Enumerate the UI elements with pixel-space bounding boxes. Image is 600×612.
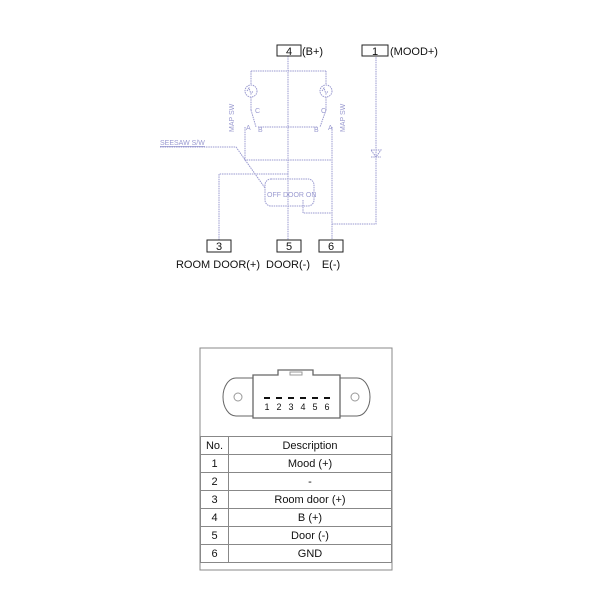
svg-text:5: 5 — [286, 241, 292, 253]
table-header: No.Description — [200, 436, 392, 455]
map-sw-label: MAP SW — [340, 103, 347, 132]
svg-text:4: 4 — [286, 46, 292, 58]
pin-1: 1 (MOOD+) — [361, 44, 438, 58]
svg-text:3: 3 — [216, 241, 222, 253]
pin-4: 4 (B+) — [276, 44, 323, 58]
svg-text:A: A — [246, 125, 251, 132]
svg-text:(B+): (B+) — [302, 46, 323, 58]
svg-text:B: B — [258, 127, 263, 134]
svg-text:C: C — [321, 108, 326, 115]
svg-text:4: 4 — [300, 402, 305, 412]
wires — [160, 56, 377, 245]
lamp-icon — [244, 84, 258, 98]
svg-text:(MOOD+): (MOOD+) — [390, 46, 438, 58]
table-row: 2- — [200, 472, 392, 491]
seesaw-label: SEESAW S/W — [160, 140, 205, 147]
svg-text:6: 6 — [324, 402, 329, 412]
connector-drawing: 1 2 3 4 5 6 — [222, 369, 371, 419]
svg-text:B: B — [314, 127, 319, 134]
svg-text:E(-): E(-) — [322, 259, 340, 271]
svg-text:2: 2 — [276, 402, 281, 412]
svg-text:A: A — [328, 125, 333, 132]
lamp-icon — [319, 84, 333, 98]
map-sw-label: MAP SW — [229, 103, 236, 132]
svg-text:5: 5 — [312, 402, 317, 412]
svg-text:C: C — [255, 108, 260, 115]
svg-text:6: 6 — [328, 241, 334, 253]
svg-text:1: 1 — [264, 402, 269, 412]
svg-text:ROOM DOOR(+): ROOM DOOR(+) — [176, 259, 260, 271]
diode-icon — [370, 149, 382, 158]
svg-text:3: 3 — [288, 402, 293, 412]
svg-text:DOOR(-): DOOR(-) — [266, 259, 310, 271]
svg-text:1: 1 — [372, 46, 378, 58]
switch-positions: OFF DOOR ON — [267, 192, 316, 199]
pin-6: 6E(-) — [318, 239, 344, 271]
